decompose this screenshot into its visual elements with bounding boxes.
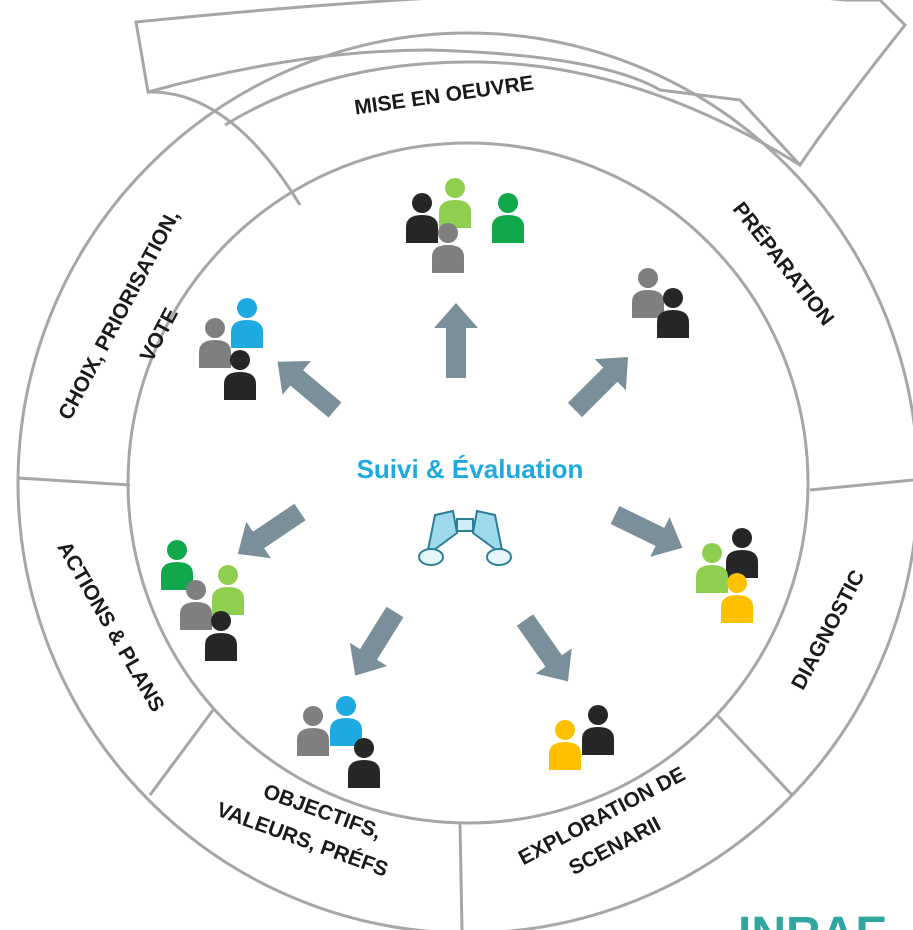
- people-group-preparation: [632, 268, 689, 338]
- binoculars-icon: [418, 509, 512, 566]
- arrow-to-choix: [277, 361, 342, 418]
- top-arrow-label: MISE EN OEUVRE: [353, 72, 535, 120]
- people-group-choix: [199, 298, 263, 400]
- person-icon: [231, 298, 263, 348]
- people-group-mise-en-oeuvre: [406, 178, 524, 273]
- people-group-diagnostic: [696, 528, 758, 623]
- segment-dividers: [17, 476, 913, 930]
- person-icon: [726, 528, 758, 578]
- inner-ring: [126, 141, 810, 825]
- person-icon: [582, 705, 614, 755]
- person-icon: [632, 268, 664, 318]
- person-icon: [330, 696, 362, 746]
- arrow-to-objectifs: [349, 606, 404, 676]
- arrow-to-preparation: [567, 356, 629, 418]
- arrow-to-actions: [237, 503, 306, 559]
- top-arrow-band-edge-inner: [224, 60, 801, 167]
- outer-ring: [16, 31, 913, 930]
- people-group-objectifs: [297, 696, 380, 788]
- stage-label-actions: ACTIONS & PLANS: [53, 538, 169, 716]
- top-arrow-band-edge: [147, 90, 302, 206]
- person-icon: [199, 318, 231, 368]
- person-icon: [549, 720, 581, 770]
- center-title: Suivi & Évaluation: [357, 454, 584, 484]
- person-icon: [492, 193, 524, 243]
- person-icon: [439, 178, 471, 228]
- stage-label-diagnostic: DIAGNOSTIC: [787, 566, 869, 693]
- person-icon: [297, 706, 329, 756]
- stage-label-preparation: PRÉPARATION: [728, 198, 838, 330]
- arrow-to-diagnostic: [610, 506, 683, 557]
- top-arrow-shape: [134, 0, 908, 168]
- radiating-arrows: [237, 303, 683, 682]
- stage-label-choix-line2: VOTE: [136, 304, 183, 365]
- person-icon: [696, 543, 728, 593]
- person-icon: [406, 193, 438, 243]
- inrae-logo-text: INRAE: [738, 908, 887, 930]
- person-icon: [212, 565, 244, 615]
- people-group-exploration: [549, 705, 614, 770]
- people-group-actions: [161, 540, 244, 661]
- person-icon: [161, 540, 193, 590]
- arrow-to-exploration: [516, 614, 572, 682]
- arrow-to-mise-en-oeuvre: [434, 303, 478, 378]
